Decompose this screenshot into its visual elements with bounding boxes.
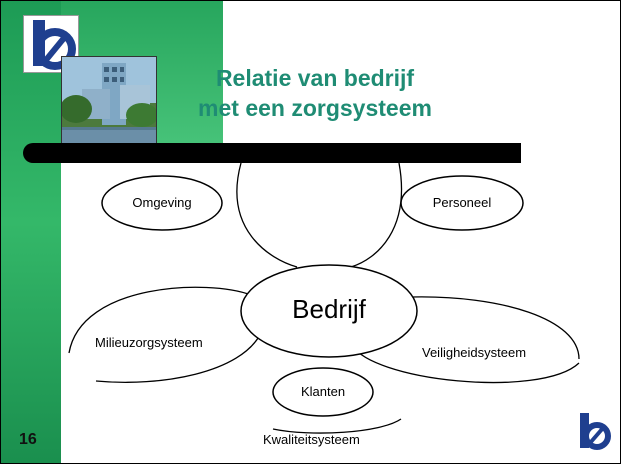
klanten-label: Klanten: [300, 384, 346, 399]
omgeving-node: [101, 175, 223, 231]
omgeving-label: Omgeving: [132, 195, 192, 210]
title-divider-bar: [23, 143, 521, 163]
right-fan-shape: [350, 296, 580, 384]
bottom-fan-shape: [272, 418, 402, 434]
bedrijf-node: [240, 264, 418, 358]
veiligheidsysteem-label: Veiligheidsysteem: [422, 345, 527, 360]
building-photo: [61, 56, 157, 146]
logo-b-icon: [575, 411, 613, 451]
bedrijf-label: Bedrijf: [292, 294, 366, 324]
top-fan-shape: [236, 162, 403, 268]
personeel-label: Personeel: [432, 195, 492, 210]
milieuzorgsysteem-label: Milieuzorgsysteem: [95, 335, 203, 350]
title-line-2: met een zorgsysteem: [198, 95, 432, 121]
slide-title: Relatie van bedrijf met een zorgsysteem: [169, 63, 461, 123]
kwaliteitsysteem-label: Kwaliteitsysteem: [263, 432, 360, 447]
green-sidebar: [1, 1, 61, 463]
slide-number: 16: [19, 431, 37, 448]
left-fan-shape: [68, 286, 262, 383]
title-line-1: Relatie van bedrijf: [215, 65, 415, 91]
personeel-node: [400, 175, 524, 231]
klanten-node: [272, 367, 374, 417]
